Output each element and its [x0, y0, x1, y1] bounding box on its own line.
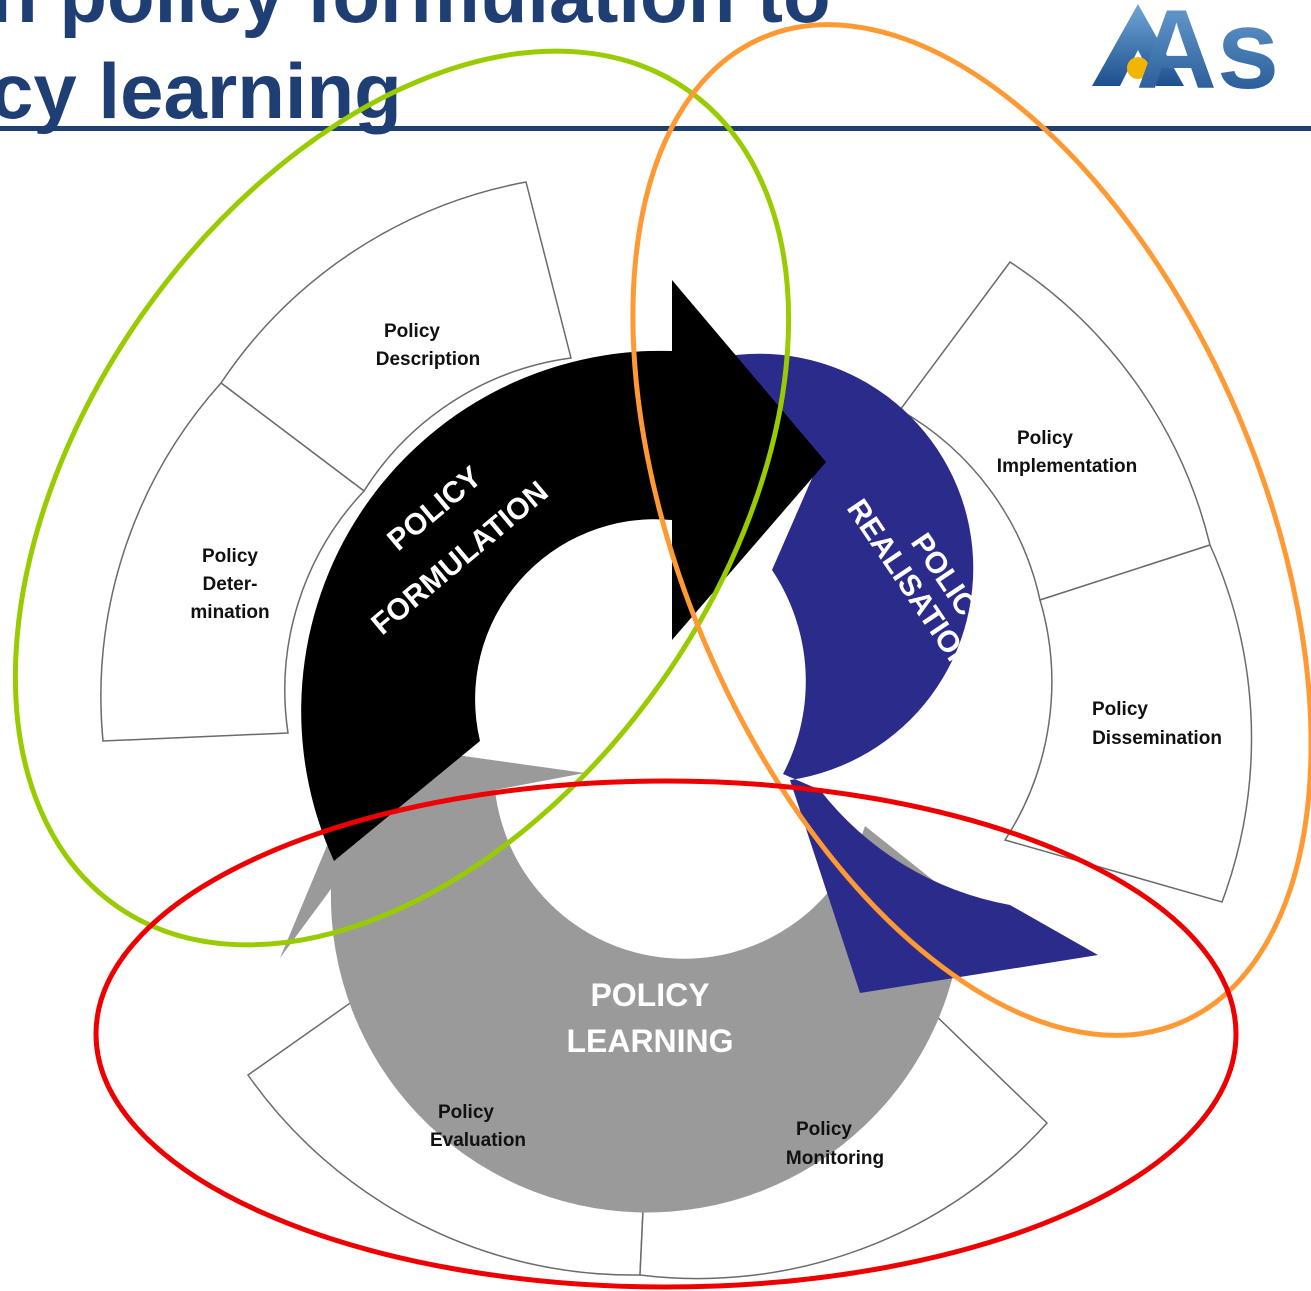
segment-label-implementation-1: Policy: [1017, 428, 1073, 449]
highlight-formulation-ellipse: [12, 48, 792, 948]
logo: As: [1092, 0, 1279, 90]
arc-formulation: [301, 280, 826, 861]
segment-description: [219, 181, 572, 493]
segment-label-description-1: Policy: [384, 321, 440, 342]
segment-dissemination: [1003, 544, 1253, 903]
highlight-realisation-ellipse: [630, 22, 1311, 1038]
segment-label-determination-1: Policy: [202, 546, 258, 567]
segment-label-dissemination-1: Policy: [1092, 699, 1148, 720]
arc-realisation: [728, 353, 1098, 994]
segment-label-determination-2: Deter-: [203, 574, 258, 595]
arc-label-learning-1: POLICY: [590, 977, 709, 1013]
segment-label-evaluation-1: Policy: [438, 1102, 494, 1123]
logo-dot: [1127, 57, 1149, 79]
logo-mark: [1092, 4, 1184, 86]
arc-learning: [280, 743, 963, 1213]
segment-label-determination-3: mination: [190, 602, 269, 623]
segment-label-dissemination-2: Dissemination: [1092, 728, 1222, 749]
title-line-1: n policy formulation to: [0, 0, 831, 34]
segment-label-description-2: Description: [376, 349, 481, 370]
highlight-learning-ellipse: [93, 778, 1239, 1290]
arc-label-learning-2: LEARNING: [566, 1023, 733, 1059]
segment-label-evaluation-2: Evaluation: [430, 1130, 526, 1151]
segment-label-monitoring-1: Policy: [796, 1119, 852, 1140]
logo-text: As: [1136, 0, 1279, 90]
segment-label-implementation-2: Implementation: [997, 456, 1137, 477]
title-rule: [0, 126, 1311, 131]
title-line-2: cy learning: [0, 47, 402, 135]
segment-determination: [100, 381, 366, 742]
segment-label-monitoring-2: Monitoring: [786, 1148, 884, 1169]
